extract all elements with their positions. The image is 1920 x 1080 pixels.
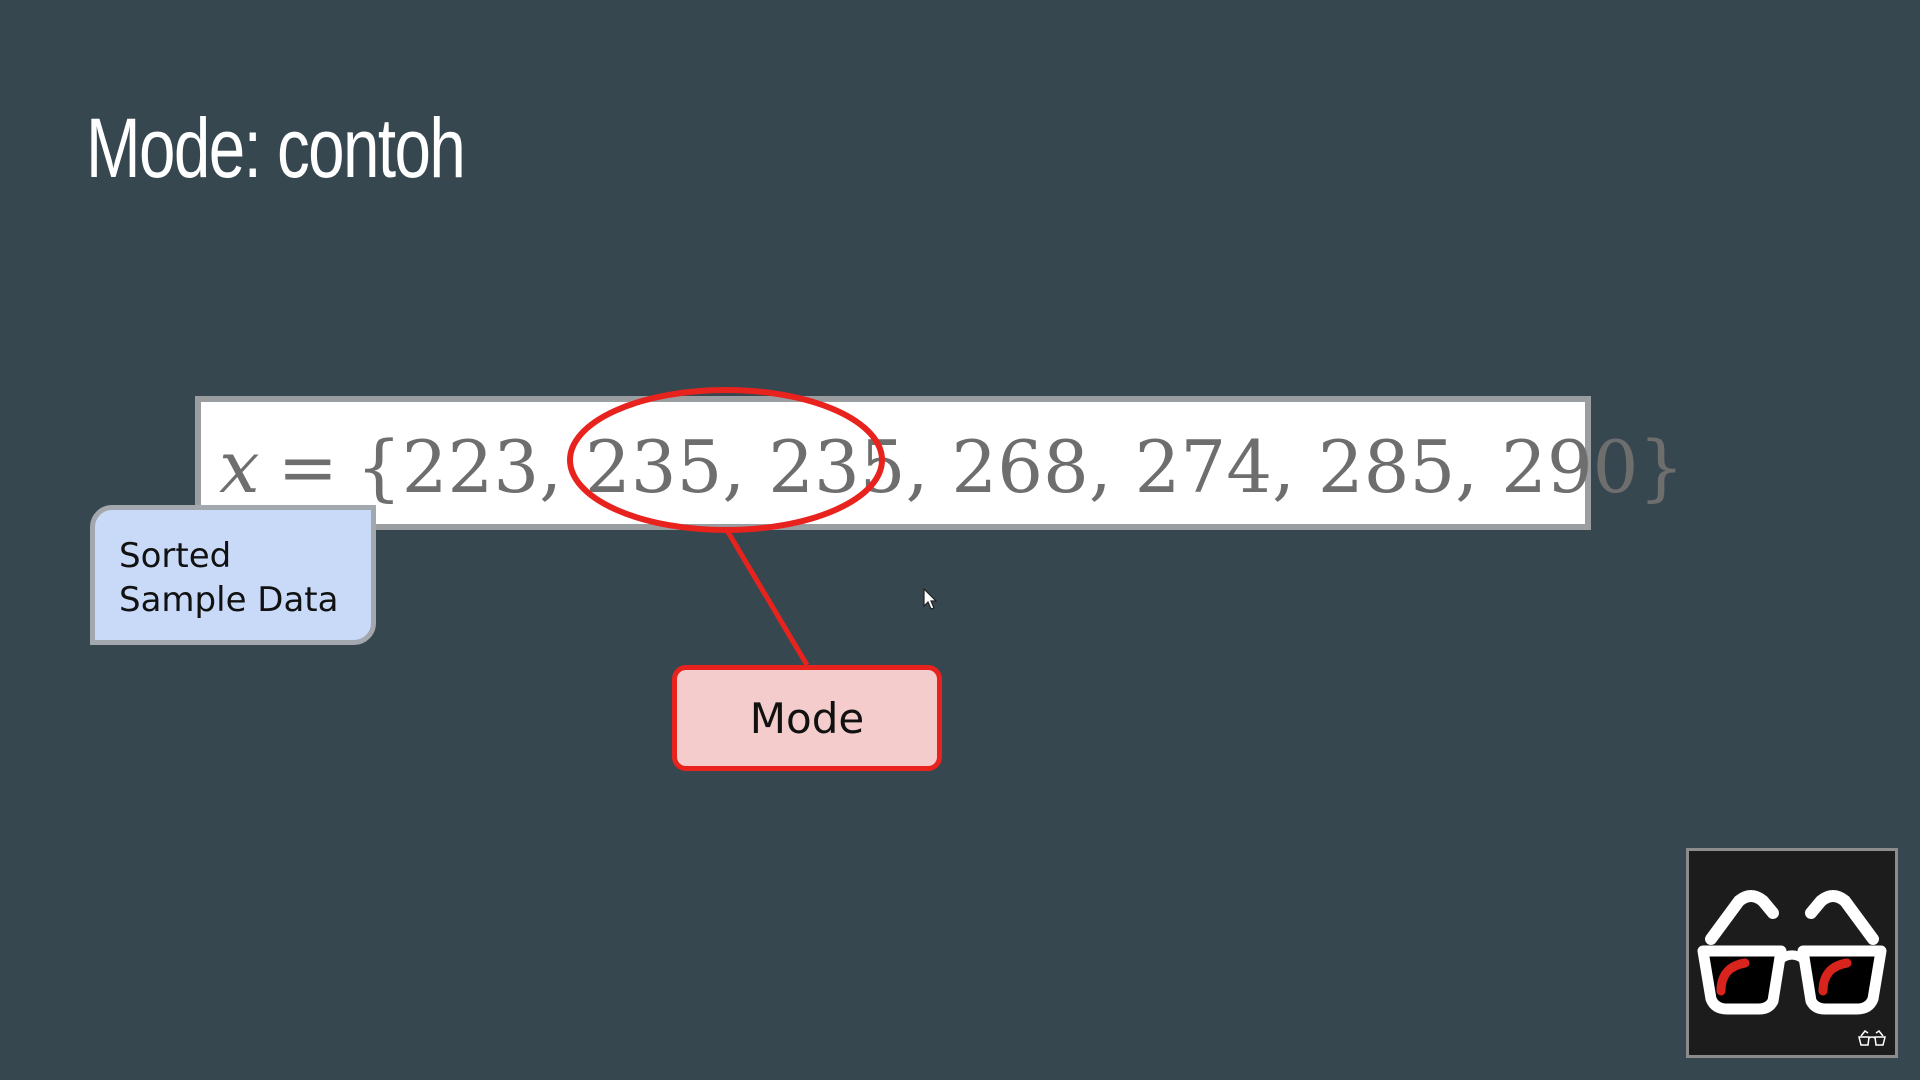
equation-value-mode: 235 [768, 425, 906, 509]
equation-separator: , [539, 425, 585, 509]
equation-separator: , [722, 425, 769, 509]
mode-connector-line [725, 530, 810, 667]
sample-equation: x={223, 235, 235, 268, 274, 285, 290} [219, 412, 1684, 522]
equation-value: 274 [1134, 425, 1273, 509]
slide-title: Mode: contoh [86, 101, 466, 195]
equation-value: 268 [951, 425, 1089, 509]
equation-value: 223 [401, 425, 540, 509]
equation-close-brace: } [1638, 425, 1685, 509]
glasses-logo-icon [1697, 890, 1887, 1046]
equation-box: x={223, 235, 235, 268, 274, 285, 290} [195, 396, 1684, 530]
equation-value-mode: 235 [584, 425, 723, 509]
equation-separator: , [1455, 425, 1502, 509]
mouse-pointer-icon [923, 588, 938, 610]
equation-separator: , [1088, 425, 1135, 509]
sorted-sample-data-callout: Sorted Sample Data [90, 505, 376, 645]
equation-open-brace: { [355, 425, 402, 509]
sorted-callout-line1: Sorted [119, 536, 232, 576]
equation-separator: , [905, 425, 952, 509]
mode-callout: Mode [672, 665, 942, 771]
sorted-callout-line2: Sample Data [119, 580, 339, 620]
equation-value: 285 [1317, 425, 1456, 509]
equation-variable: x [219, 425, 260, 509]
channel-logo [1686, 848, 1898, 1058]
small-glasses-icon [1858, 1029, 1886, 1046]
equation-equals: = [277, 425, 338, 509]
equation-separator: , [1272, 425, 1318, 509]
equation-value: 290 [1501, 425, 1639, 509]
